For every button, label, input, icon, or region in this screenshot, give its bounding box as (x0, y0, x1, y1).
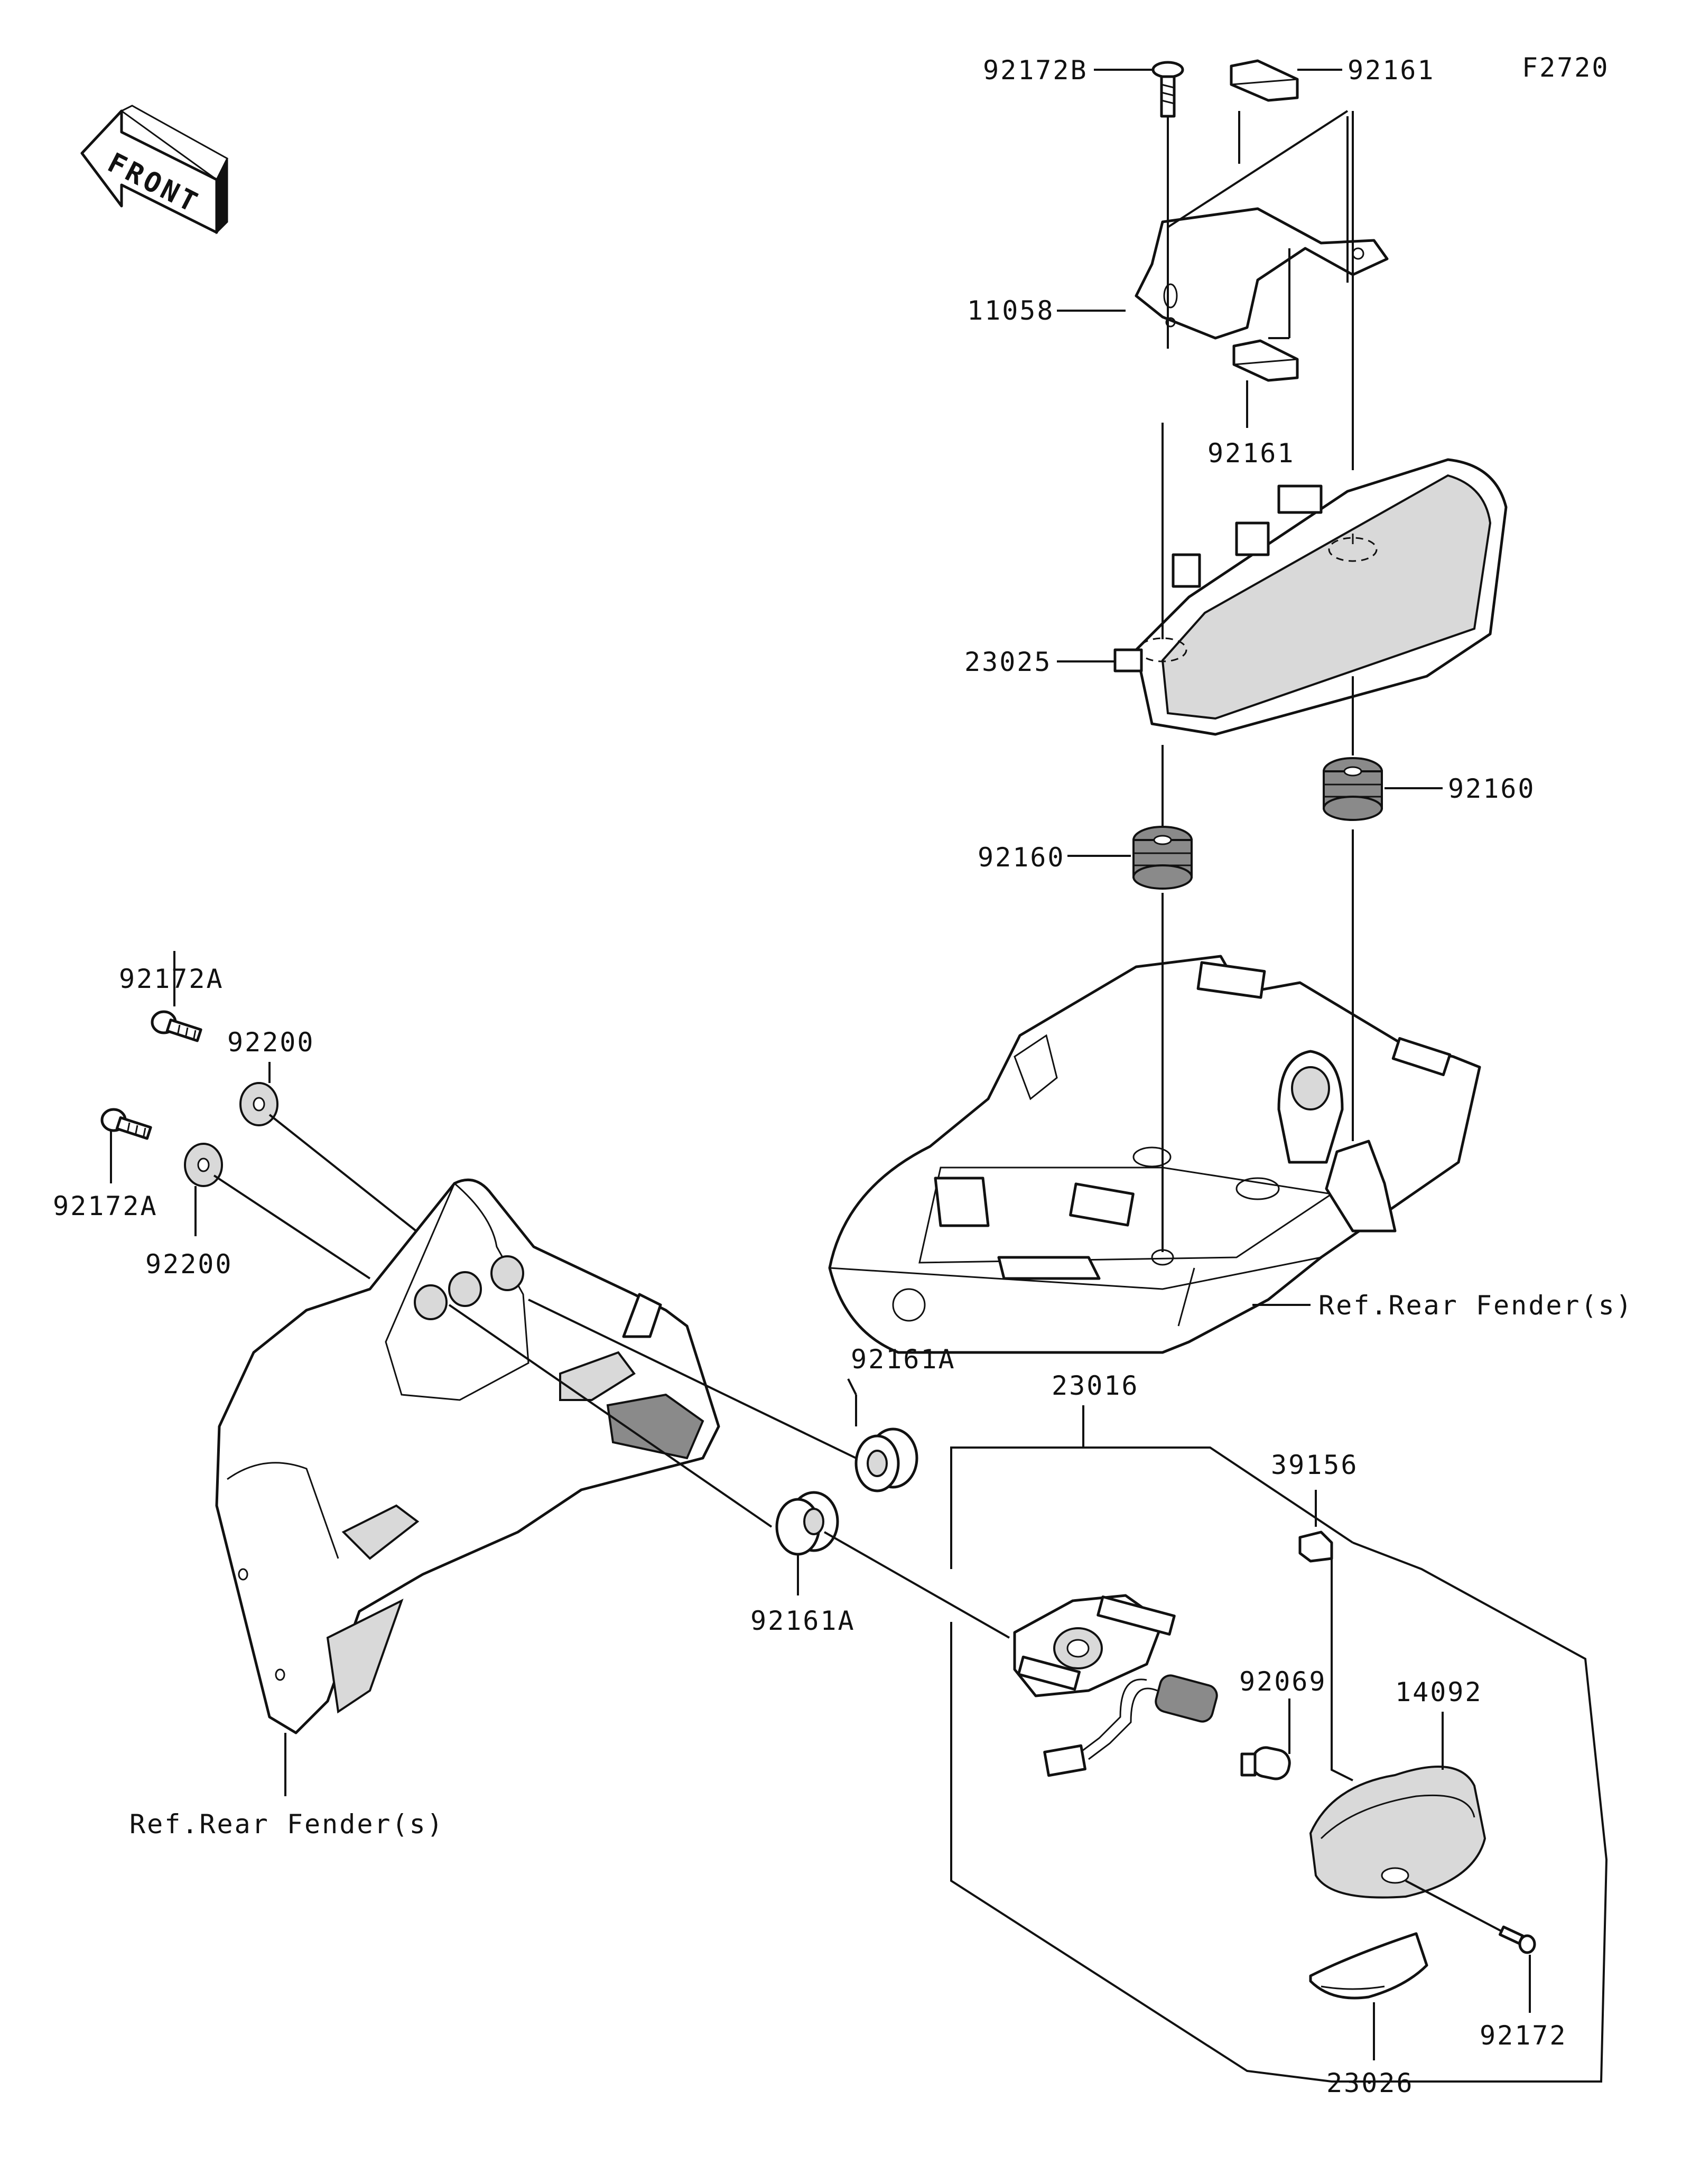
rear-fender-right (828, 955, 1481, 1354)
bulb-92069 (1240, 1746, 1291, 1780)
label-92172: 92172 (1480, 2020, 1567, 2051)
lens-14092 (1309, 1766, 1486, 1899)
label-ref-rear-fender-right: Ref.Rear Fender(s) (1318, 1290, 1633, 1321)
bulb-socket-wire (1043, 1674, 1218, 1777)
front-arrow-icon: FRONT (80, 105, 228, 235)
grommet-92160-left (1132, 826, 1193, 890)
label-92160-left: 92160 (978, 842, 1065, 873)
bolt-92172A-bottom (100, 1108, 152, 1140)
label-11058: 11058 (967, 295, 1055, 326)
rear-fender-left (215, 1178, 720, 1734)
washer-92200-top (239, 1082, 278, 1126)
bolt-92172A-top (151, 1010, 202, 1042)
label-92161A-top: 92161A (851, 1344, 956, 1375)
tail-light-23025 (1113, 458, 1508, 736)
label-92160-right: 92160 (1448, 773, 1536, 804)
label-92161A-bottom: 92161A (750, 1606, 856, 1636)
label-92161-mid: 92161 (1207, 438, 1295, 469)
license-light-socket (1013, 1594, 1176, 1697)
label-92200-top: 92200 (227, 1027, 315, 1058)
grommet-92160-right (1323, 757, 1383, 821)
label-92161-top: 92161 (1348, 55, 1435, 86)
label-23016: 23016 (1052, 1370, 1139, 1401)
clip-92161-mid (1232, 339, 1299, 382)
label-92200-bottom: 92200 (145, 1249, 233, 1280)
label-39156: 39156 (1271, 1450, 1359, 1480)
washer-92200-bottom (184, 1143, 223, 1187)
screw-92172 (1498, 1925, 1536, 1954)
clip-92161-top (1230, 59, 1299, 102)
label-92172A-bottom: 92172A (53, 1191, 158, 1221)
figure-code: F2720 (1522, 52, 1610, 83)
label-23026: 23026 (1326, 2068, 1414, 2098)
grommet-92161A-bottom (775, 1491, 839, 1556)
label-ref-rear-fender-left: Ref.Rear Fender(s) (129, 1809, 444, 1840)
label-14092: 14092 (1395, 1677, 1483, 1707)
label-92172A-top: 92172A (119, 964, 224, 994)
label-92172B: 92172B (983, 55, 1088, 86)
reflector-23026 (1309, 1932, 1428, 2000)
label-23025: 23025 (964, 647, 1052, 677)
grommet-92161A-top (854, 1427, 918, 1492)
bracket-11058 (1135, 207, 1389, 340)
bolt-92172B (1151, 61, 1184, 118)
clip-39156 (1298, 1530, 1333, 1563)
label-92069: 92069 (1239, 1666, 1327, 1697)
